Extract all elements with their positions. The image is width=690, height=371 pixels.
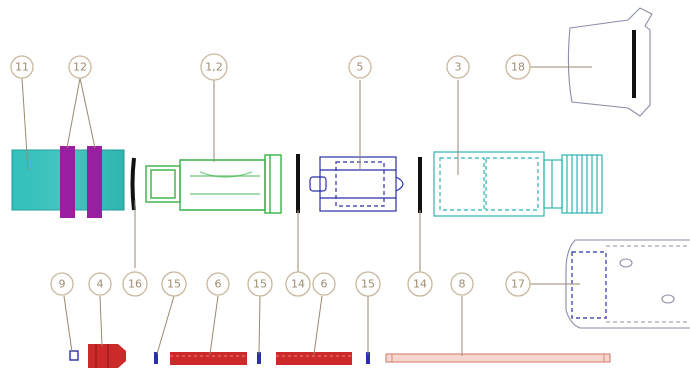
callout-17: 17 [505,271,531,297]
leader-15a [156,295,175,355]
callout-18: 18 [505,54,531,80]
callout-6-b: 6 [312,272,336,296]
part-5-valve [309,156,404,212]
callout-14-b: 14 [407,271,433,297]
callout-11-label: 11 [15,61,29,74]
callout-14-a-label: 14 [291,278,305,291]
leader-6b [313,295,323,355]
part-9-pin [69,350,79,361]
callout-9: 9 [50,272,74,296]
callout-8-label: 8 [459,278,466,291]
part-3-fitting [433,151,603,217]
callout-15-b-label: 15 [253,278,267,291]
callout-11: 11 [10,55,34,79]
callout-6-a-label: 6 [215,278,222,291]
callout-5: 5 [348,55,372,79]
part-4-nut [88,344,126,368]
callout-6-a: 6 [206,272,230,296]
callout-3-label: 3 [455,61,462,74]
callout-12: 12 [68,55,92,79]
part-16-seal [130,157,136,211]
leader-12b [79,77,96,149]
leader-12a [66,77,81,149]
callout-1-2: 1,2 [200,53,228,81]
part-1-2-body [145,154,282,214]
callout-15-c-label: 15 [361,278,375,291]
leader-15b [258,295,261,355]
callout-15-b: 15 [247,271,273,297]
callout-17-label: 17 [511,278,525,291]
part-15-spacer-c [366,352,370,364]
callout-3: 3 [446,55,470,79]
callout-4: 4 [88,272,112,296]
callout-14-b-label: 14 [413,278,427,291]
callout-12-label: 12 [73,61,87,74]
part-17-housing [565,239,690,329]
callout-9-label: 9 [59,278,66,291]
leader-lines [21,66,592,356]
part-18-clip [567,7,653,117]
leader-4 [99,295,103,347]
callout-16: 16 [122,271,148,297]
callout-18-label: 18 [511,61,525,74]
callout-5-label: 5 [357,61,364,74]
part-6-rod-a [170,352,247,365]
part-15-spacer-b [257,352,261,364]
part-12-rings [60,146,102,218]
callout-15-a: 15 [161,271,187,297]
callout-15-c: 15 [355,271,381,297]
callout-14-a: 14 [285,271,311,297]
part-6-rod-b [276,352,352,365]
callout-15-a-label: 15 [167,278,181,291]
callout-1-2-label: 1,2 [205,61,223,74]
part-8-shaft [385,353,611,363]
leader-6a [209,295,219,355]
callout-4-label: 4 [97,278,104,291]
leader-9 [63,295,73,353]
leader-11 [21,77,29,171]
callout-6-b-label: 6 [321,278,328,291]
part-15-spacer-a [154,352,158,364]
callout-16-label: 16 [128,278,142,291]
callout-8: 8 [450,272,474,296]
